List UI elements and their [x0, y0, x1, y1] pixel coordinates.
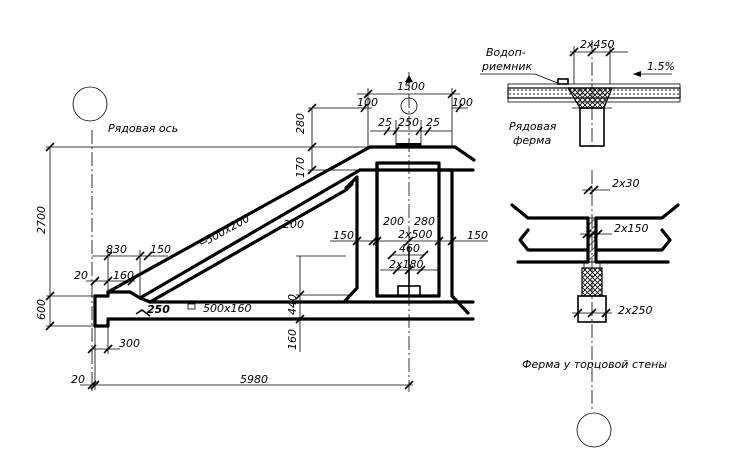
dim-2x500: 2x500	[398, 228, 433, 241]
dim-170: 170	[294, 157, 307, 178]
chord-section-label: 500x160	[203, 302, 252, 315]
detail-ordinary-truss: Водоп- риемник 2x450 1.5% Рядовая ферма	[480, 38, 681, 148]
ordinary-axis-label: Рядовая ось	[108, 122, 178, 135]
dim-100-right: 100	[452, 96, 473, 109]
gutter-label-line2: риемник	[481, 60, 533, 73]
dim-250: 250	[398, 116, 419, 129]
dim-5980: 5980	[240, 373, 268, 386]
dim-25-right: 25	[426, 116, 440, 129]
dim-200-mid: 200	[383, 215, 404, 228]
brace-section-label: 500x200	[203, 212, 252, 247]
central-post	[375, 143, 470, 315]
end-wall-truss-label: Ферма у торцовой стены	[522, 358, 667, 371]
dim-1500: 1500	[397, 80, 425, 93]
dim-2x180: 2x180	[389, 258, 424, 271]
dim-440: 440	[286, 294, 299, 315]
dim-100-left: 100	[357, 96, 378, 109]
ordinary-truss-label-line2: ферма	[513, 134, 551, 147]
dim-150-mid-left: 150	[333, 229, 354, 242]
dim-300: 300	[119, 337, 140, 350]
axis-marker-bottom	[576, 412, 612, 448]
dim-150-mid-right: 150	[467, 229, 488, 242]
ordinary-truss-label-line1: Рядовая	[509, 120, 557, 133]
inner-panel	[342, 168, 475, 304]
dim-830: 830	[106, 243, 127, 256]
dim-160-bottom: 160	[286, 329, 299, 350]
dim-280: 280	[294, 113, 307, 134]
dim-150-left: 150	[150, 243, 171, 256]
dim-25-left: 25	[378, 116, 392, 129]
dim-2x30: 2x30	[612, 177, 640, 190]
slope-label: 1.5%	[647, 60, 675, 73]
dim-2700: 2700	[35, 206, 48, 234]
detail-end-wall-truss: 2x30 2x150 2x250 Ферма у торцовой стены	[510, 170, 680, 448]
dim-2x150: 2x150	[614, 222, 649, 235]
dimension-lines: 1500 100 100 25 250 25 280 170 270	[35, 80, 488, 390]
gutter-label-line1: Водоп-	[486, 46, 526, 59]
dim-2x450: 2x450	[580, 38, 615, 51]
dim-20-top: 20	[74, 269, 88, 282]
dim-200-slope: 200	[283, 218, 304, 231]
corner-250-label: 250	[147, 303, 170, 316]
axis-marker-left	[72, 86, 108, 122]
dim-2x250: 2x250	[618, 304, 653, 317]
dim-160-top: 160	[113, 269, 134, 282]
dim-460: 460	[399, 242, 420, 255]
dim-280-mid: 280	[414, 215, 435, 228]
dim-20-bottom: 20	[71, 373, 85, 386]
dim-600: 600	[35, 299, 48, 320]
